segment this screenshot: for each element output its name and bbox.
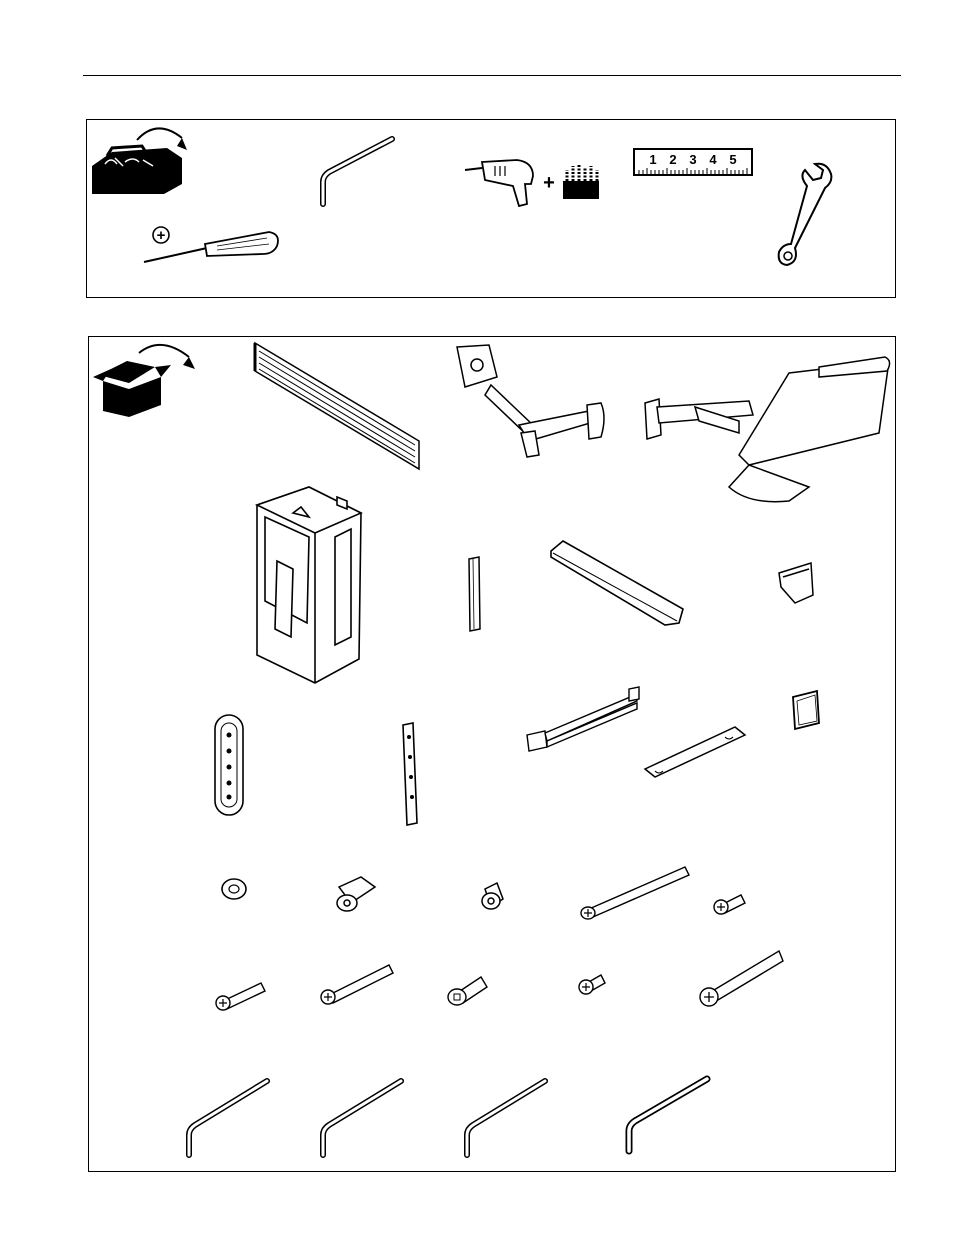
drill-bits-icon [563, 164, 599, 199]
plus-sign: + [543, 172, 555, 194]
open-box-icon [93, 345, 195, 417]
socket-screw-icon [448, 977, 487, 1005]
header-rule [83, 75, 901, 76]
bolt-large-icon [700, 951, 783, 1006]
toolbox-icon [92, 128, 187, 194]
wrench-icon [779, 164, 832, 265]
hex-key-small-icon [189, 1081, 267, 1155]
bolt-long-icon [581, 867, 689, 919]
ruler-number-5: 5 [729, 152, 736, 167]
hex-key-medium-icon [323, 1081, 401, 1155]
bolt-medium-icon [216, 983, 265, 1010]
ruler-number-2: 2 [669, 152, 676, 167]
tray-plate-icon [645, 727, 745, 777]
hex-key-large-icon [467, 1081, 545, 1155]
ruler-number-3: 3 [689, 152, 696, 167]
screw-short-icon [714, 895, 745, 914]
hex-key-xlarge-icon [629, 1079, 707, 1151]
hex-key-icon [323, 139, 392, 204]
cable-clip-icon [779, 563, 813, 603]
drill-icon [465, 160, 533, 206]
ruler-number-4: 4 [709, 152, 717, 167]
rail-clamp-icon [527, 687, 639, 751]
bracket-plate-icon [403, 723, 417, 825]
rail-strip-icon [469, 557, 480, 631]
spacer-long-icon [337, 877, 375, 911]
phillips-symbol: + [157, 227, 166, 244]
screw-tiny-icon [579, 975, 605, 994]
ruler-icon: 1 2 3 4 5 [634, 149, 752, 175]
wrist-rest-icon [551, 541, 683, 625]
bolt-medium-long-icon [321, 965, 393, 1004]
tools-required-panel: + + 1 2 3 4 [86, 119, 896, 298]
monitor-arm-icon [457, 345, 604, 457]
cpu-holder-icon [257, 487, 361, 683]
spacer-short-icon [482, 883, 503, 909]
adhesive-pad-icon [793, 691, 819, 729]
parts-included-panel [88, 336, 896, 1172]
ruler-number-1: 1 [649, 152, 656, 167]
keyboard-arm-icon [645, 357, 890, 502]
washer-icon [222, 879, 246, 899]
cover-plate-icon [215, 715, 243, 815]
wall-rail-icon [255, 343, 419, 469]
phillips-screwdriver-icon: + [144, 227, 278, 262]
